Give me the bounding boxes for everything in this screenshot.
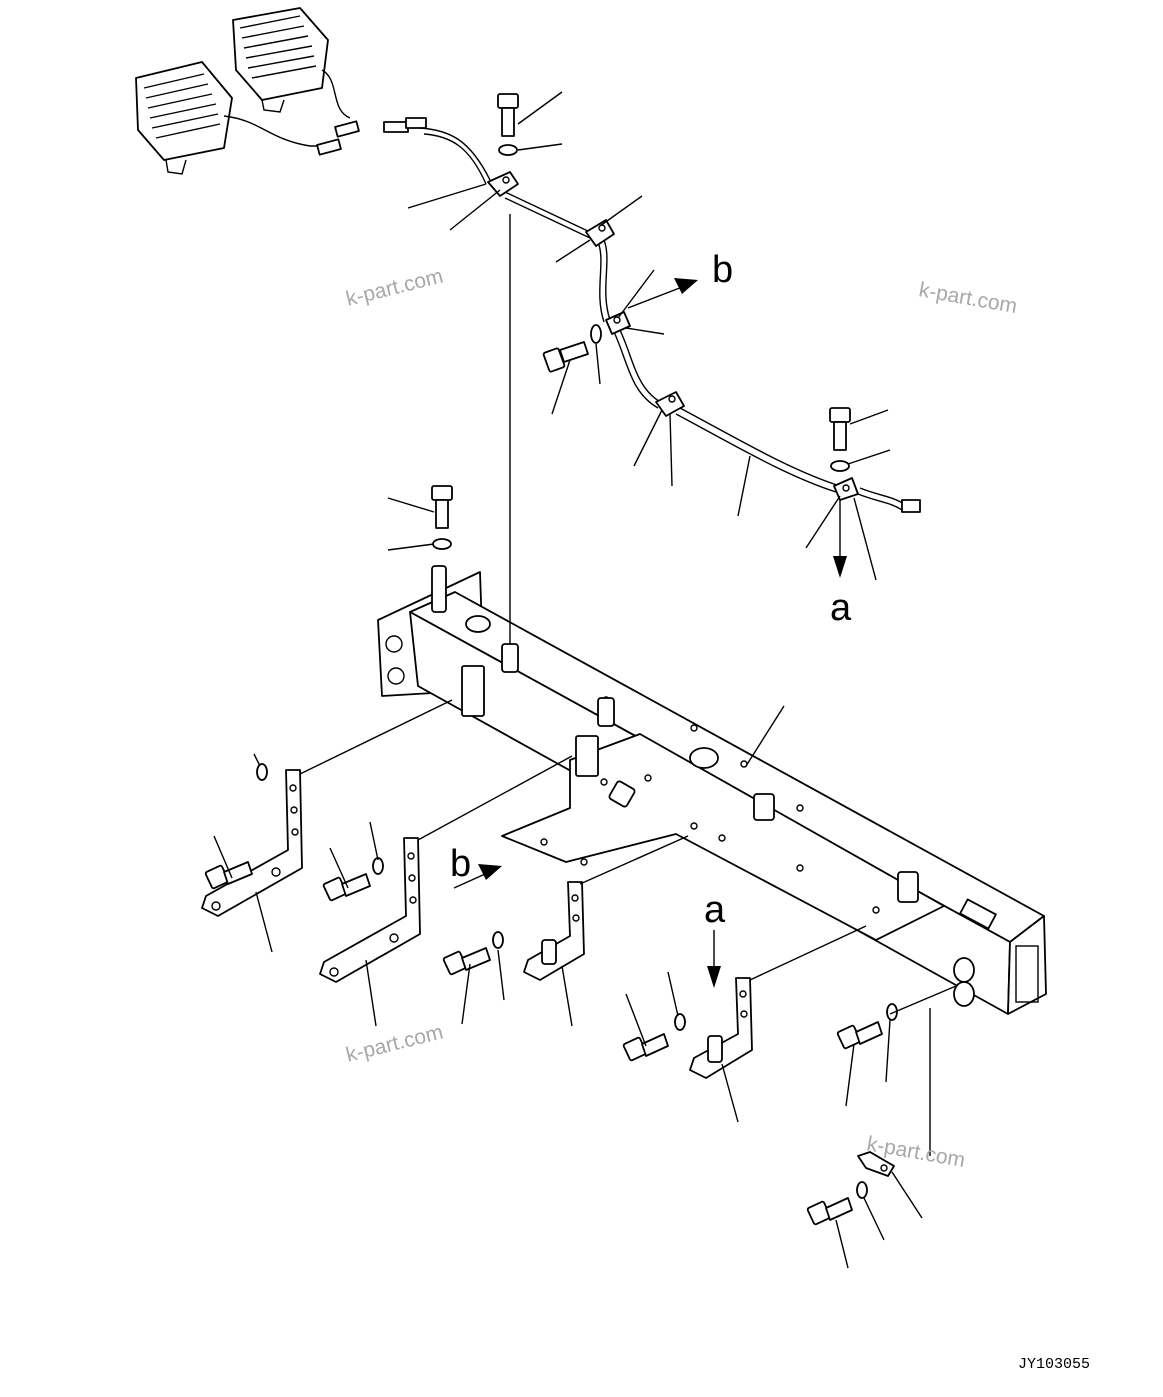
bracket-left-1 [201,769,303,917]
watermark-3: k-part.com [344,1021,446,1067]
lamp-connectors [316,117,427,156]
watermark-1: k-part.com [344,265,446,311]
callout-a-upper: a [830,587,852,629]
callout-a-lower: a [704,889,726,931]
work-lamp-rear [232,7,351,119]
frame-bosses [431,565,975,1007]
harness-bolts [497,93,851,472]
view-arrows [453,278,847,988]
ground-terminal [857,1151,895,1177]
work-lamp-front [135,61,330,175]
wiring-harness [419,127,921,513]
harness-clamps [487,171,859,501]
watermark-2: k-part.com [917,278,1019,318]
bracket-bolts [204,485,898,1226]
bracket-right [689,977,753,1079]
bracket-mid [523,881,585,981]
drawing-code: JY103055 [1018,1356,1090,1373]
bracket-left-2 [319,837,421,983]
callout-b-lower: b [450,843,471,885]
assembly-lines [299,699,957,1015]
frame-plate [501,696,945,941]
callout-b-upper: b [712,249,733,291]
callout-leaders [213,91,923,1269]
